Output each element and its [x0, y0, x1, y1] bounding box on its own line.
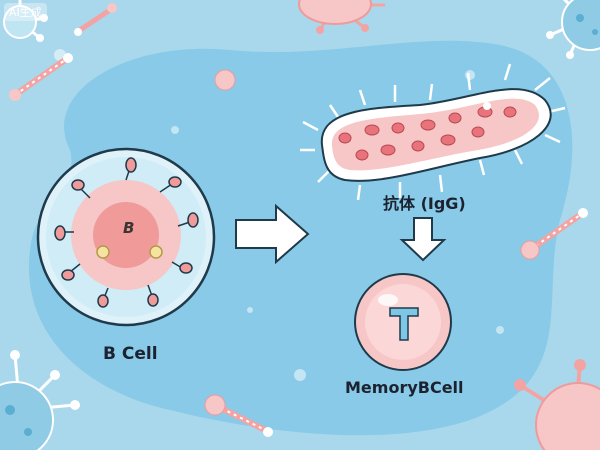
watermark-badge: AI生成: [4, 3, 47, 21]
virus-icon: [0, 350, 80, 450]
arrow-down-icon: [399, 217, 447, 262]
floating-cell: [214, 69, 236, 91]
b-cell: [36, 147, 216, 327]
memory-b-cell-label: MemoryBCell: [345, 378, 464, 397]
virus-icon: [298, 0, 385, 34]
b-cell-label: B Cell: [103, 344, 158, 364]
virus-icon: [546, 0, 600, 59]
bacterium: [300, 63, 566, 201]
memory-b-cell: [354, 273, 452, 371]
antibody-icon: [74, 3, 117, 36]
b-cell-nucleus-letter: B: [123, 219, 135, 237]
arrow-right-icon: [235, 203, 310, 265]
antibody-label: 抗体 (IgG): [383, 194, 466, 213]
virus-icon: [514, 359, 600, 450]
virus-icon: [3, 0, 48, 42]
antibody-icon: [204, 394, 273, 437]
antibody-icon: [520, 208, 588, 260]
antibody-icon: [9, 53, 73, 101]
